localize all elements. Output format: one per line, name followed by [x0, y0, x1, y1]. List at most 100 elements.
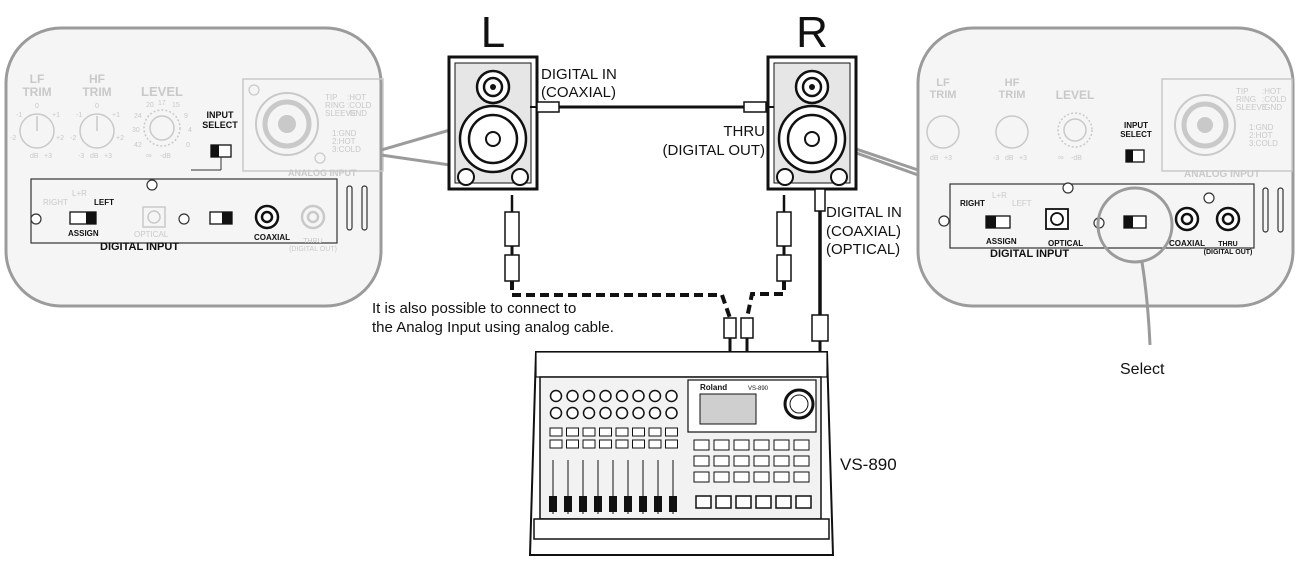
channel-button [566, 427, 579, 437]
svg-text:THRU: THRU [723, 123, 765, 140]
svg-text:LEFT: LEFT [1012, 199, 1032, 208]
svg-text::COLD: :COLD [347, 101, 372, 110]
svg-text:SLEEVE: SLEEVE [325, 109, 356, 118]
svg-text:L+R: L+R [992, 191, 1007, 200]
channel-button [549, 427, 563, 437]
svg-text:SLEEVE: SLEEVE [1236, 103, 1267, 112]
right-speaker-rear-panel: LF TRIM dB +3 HF TRIM -3 dB +3 LEVEL ∞ -… [799, 26, 1295, 346]
svg-text:THRU: THRU [1218, 241, 1237, 248]
trim-label: TRIM [22, 85, 51, 99]
fader-cap [594, 496, 602, 512]
channel-knob [665, 406, 678, 420]
svg-text::HOT: :HOT [347, 93, 366, 102]
panel-outline [4, 26, 383, 308]
svg-text:+3: +3 [944, 155, 952, 162]
svg-text:+1: +1 [112, 112, 120, 119]
svg-text:LEFT: LEFT [94, 198, 114, 207]
svg-text:-1: -1 [76, 112, 82, 119]
right-speaker: R [766, 8, 858, 191]
svg-text:-3: -3 [78, 153, 84, 160]
fader-cap [564, 496, 572, 512]
svg-text:the Analog Input using analog: the Analog Input using analog cable. [372, 319, 614, 336]
svg-text:∞: ∞ [1058, 153, 1064, 162]
svg-text:ANALOG INPUT: ANALOG INPUT [1184, 169, 1260, 180]
svg-text:dB: dB [90, 153, 99, 160]
svg-text:4: 4 [188, 127, 192, 134]
svg-text:L+R: L+R [72, 189, 87, 198]
channel-knob [599, 406, 612, 420]
label-analog-note: It is also possible to connect to the An… [372, 300, 614, 336]
fader-cap [639, 496, 647, 512]
panel-button [773, 439, 790, 451]
lf-label: LF [30, 72, 45, 86]
hf-label: HF [89, 72, 105, 86]
svg-text:RING: RING [1236, 95, 1256, 104]
panel-button [693, 471, 710, 483]
channel-knob [582, 389, 596, 403]
channel-button [549, 439, 563, 449]
svg-text:OPTICAL: OPTICAL [1048, 239, 1083, 248]
svg-text::HOT: :HOT [1262, 87, 1281, 96]
channel-button [566, 439, 579, 449]
svg-text:TIP: TIP [1236, 87, 1248, 96]
rca-plugs [723, 317, 754, 352]
channel-button [615, 427, 629, 437]
svg-text:It is also possible to connect: It is also possible to connect to [372, 300, 576, 317]
panel-button [733, 455, 750, 467]
panel-button [693, 455, 710, 467]
right-speaker-label: R [796, 8, 828, 57]
left-analog-cable [504, 195, 732, 319]
svg-text:20: 20 [146, 102, 154, 109]
svg-text:17: 17 [158, 100, 166, 107]
svg-text:(DIGITAL OUT): (DIGITAL OUT) [289, 246, 337, 253]
select-highlight-circle [1096, 186, 1174, 264]
channel-button [582, 427, 596, 437]
svg-text:SELECT: SELECT [202, 120, 238, 130]
svg-text:COAXIAL: COAXIAL [1169, 239, 1205, 248]
svg-text:2:HOT: 2:HOT [1249, 131, 1273, 140]
svg-text:OPTICAL: OPTICAL [134, 230, 169, 239]
svg-text:-1: -1 [16, 112, 22, 119]
channel-knob [648, 406, 662, 420]
panel-outline [916, 26, 1295, 308]
svg-text:RIGHT: RIGHT [960, 199, 985, 208]
device-label: VS-890 [840, 455, 897, 474]
label-thru-digital-out: THRU (DIGITAL OUT) [663, 123, 766, 159]
hf-trim-knob: HF TRIM -3 dB +3 [993, 77, 1029, 162]
right-analog-cable [745, 195, 792, 319]
input-select-switch: INPUT SELECT [202, 110, 238, 170]
channel-knobs [549, 389, 678, 449]
label-digital-in-coaxial: DIGITAL IN (COAXIAL) [541, 66, 617, 101]
svg-text:RIGHT: RIGHT [43, 198, 68, 207]
level-label: LEVEL [141, 84, 183, 99]
svg-text:0: 0 [95, 103, 99, 110]
svg-text:-dB: -dB [160, 153, 171, 160]
channel-button [648, 439, 662, 449]
vs-890-recorder: Roland VS-890 [528, 351, 835, 556]
svg-text:+3: +3 [44, 153, 52, 160]
channel-button [632, 427, 645, 437]
svg-text:LEVEL: LEVEL [1056, 88, 1095, 102]
panel-button [693, 439, 710, 451]
panel-button [753, 439, 770, 451]
svg-text:INPUT: INPUT [207, 110, 235, 120]
svg-text:INPUT: INPUT [1124, 121, 1148, 130]
svg-text:+2: +2 [56, 135, 64, 142]
svg-text:42: 42 [134, 142, 142, 149]
channel-knob [615, 406, 629, 420]
channel-knob [665, 389, 678, 403]
panel-button [793, 471, 810, 483]
svg-text::COLD: :COLD [1262, 95, 1287, 104]
channel-knob [549, 406, 563, 420]
panel-button [793, 439, 810, 451]
panel-button [733, 471, 750, 483]
analog-input-label: ANALOG INPUT [288, 168, 357, 178]
svg-text:2:HOT: 2:HOT [332, 137, 356, 146]
transport-button [775, 495, 792, 509]
svg-text:SELECT: SELECT [1120, 130, 1152, 139]
panel-button [713, 455, 730, 467]
panel-button [793, 455, 810, 467]
channel-button [665, 439, 678, 449]
